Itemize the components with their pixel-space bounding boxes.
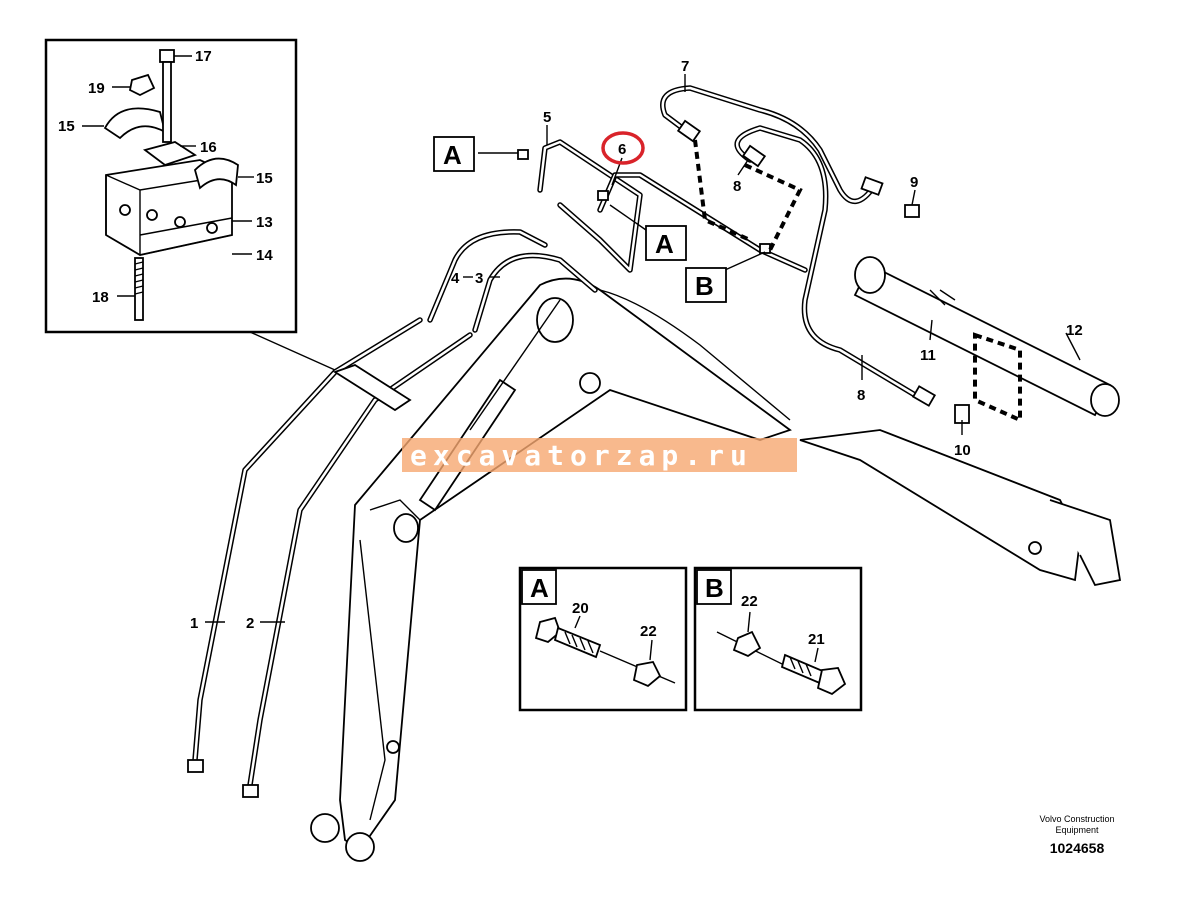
- callout-10: 10: [954, 442, 971, 459]
- footer: Volvo Construction Equipment 1024658: [1039, 814, 1114, 856]
- watermark: excavatorzap.ru: [402, 438, 797, 472]
- company-line-1: Volvo Construction: [1039, 814, 1114, 824]
- callout-22b: 22: [741, 593, 758, 610]
- callout-5: 5: [543, 109, 551, 126]
- ref-box-B-pipe: [685, 267, 727, 303]
- callout-labels: 17 19 15 16 15 13 14 18 7 5 6 8 9 4 3 12…: [58, 48, 1083, 648]
- letter-B-pipe: B: [695, 271, 714, 301]
- callout-2: 2: [246, 615, 254, 632]
- bolt-17: [159, 49, 175, 63]
- callout-8b: 8: [857, 387, 865, 404]
- letter-A-main: A: [443, 140, 462, 170]
- callout-15b: 15: [256, 170, 273, 187]
- callout-22a: 22: [640, 623, 657, 640]
- company-line-2: Equipment: [1055, 825, 1099, 835]
- letter-labels: A A B A B: [443, 140, 724, 603]
- letter-A-detail: A: [530, 573, 549, 603]
- callout-15a: 15: [58, 118, 75, 135]
- callout-11: 11: [920, 347, 936, 364]
- arm-stick: [799, 429, 1122, 587]
- hoses-7-8: [660, 85, 1022, 424]
- nut-19: [128, 73, 156, 97]
- hoses-3-4: [427, 229, 598, 333]
- stud-18: [134, 257, 144, 321]
- ref-box-A-pipe: [645, 225, 687, 261]
- letter-B-detail: B: [705, 573, 724, 603]
- callout-4: 4: [451, 270, 460, 287]
- letter-A-pipe: A: [655, 229, 674, 259]
- callout-20: 20: [572, 600, 589, 617]
- hoses-1-2: [187, 317, 473, 798]
- cylinder-12: [853, 256, 1120, 417]
- callout-13: 13: [256, 214, 273, 231]
- highlight-circle-6: [601, 131, 645, 165]
- watermark-band: [402, 438, 797, 472]
- leader-lines: [205, 74, 1081, 623]
- drawing-number: 1024658: [1050, 840, 1105, 856]
- ref-box-A-main: [433, 136, 475, 172]
- callout-6: 6: [618, 141, 626, 158]
- pipes-5-6: [517, 139, 808, 273]
- callout-8a: 8: [733, 178, 741, 195]
- callout-21: 21: [808, 631, 825, 648]
- callout-18: 18: [92, 289, 109, 306]
- callout-7: 7: [681, 58, 689, 75]
- callout-19: 19: [88, 80, 105, 97]
- callout-12: 12: [1066, 322, 1083, 339]
- callout-14: 14: [256, 247, 273, 264]
- callout-3: 3: [475, 270, 483, 287]
- callout-9: 9: [910, 174, 918, 191]
- detail-A-box: [518, 566, 688, 712]
- callout-16: 16: [200, 139, 217, 156]
- callout-17: 17: [195, 48, 212, 65]
- plate-16: [142, 141, 198, 167]
- callout-1: 1: [190, 615, 198, 632]
- watermark-text: excavatorzap.ru: [410, 439, 753, 472]
- clamp-half-15b: [193, 157, 239, 190]
- clamp-detail-inset: [44, 38, 336, 371]
- detail-B-box: [693, 566, 863, 712]
